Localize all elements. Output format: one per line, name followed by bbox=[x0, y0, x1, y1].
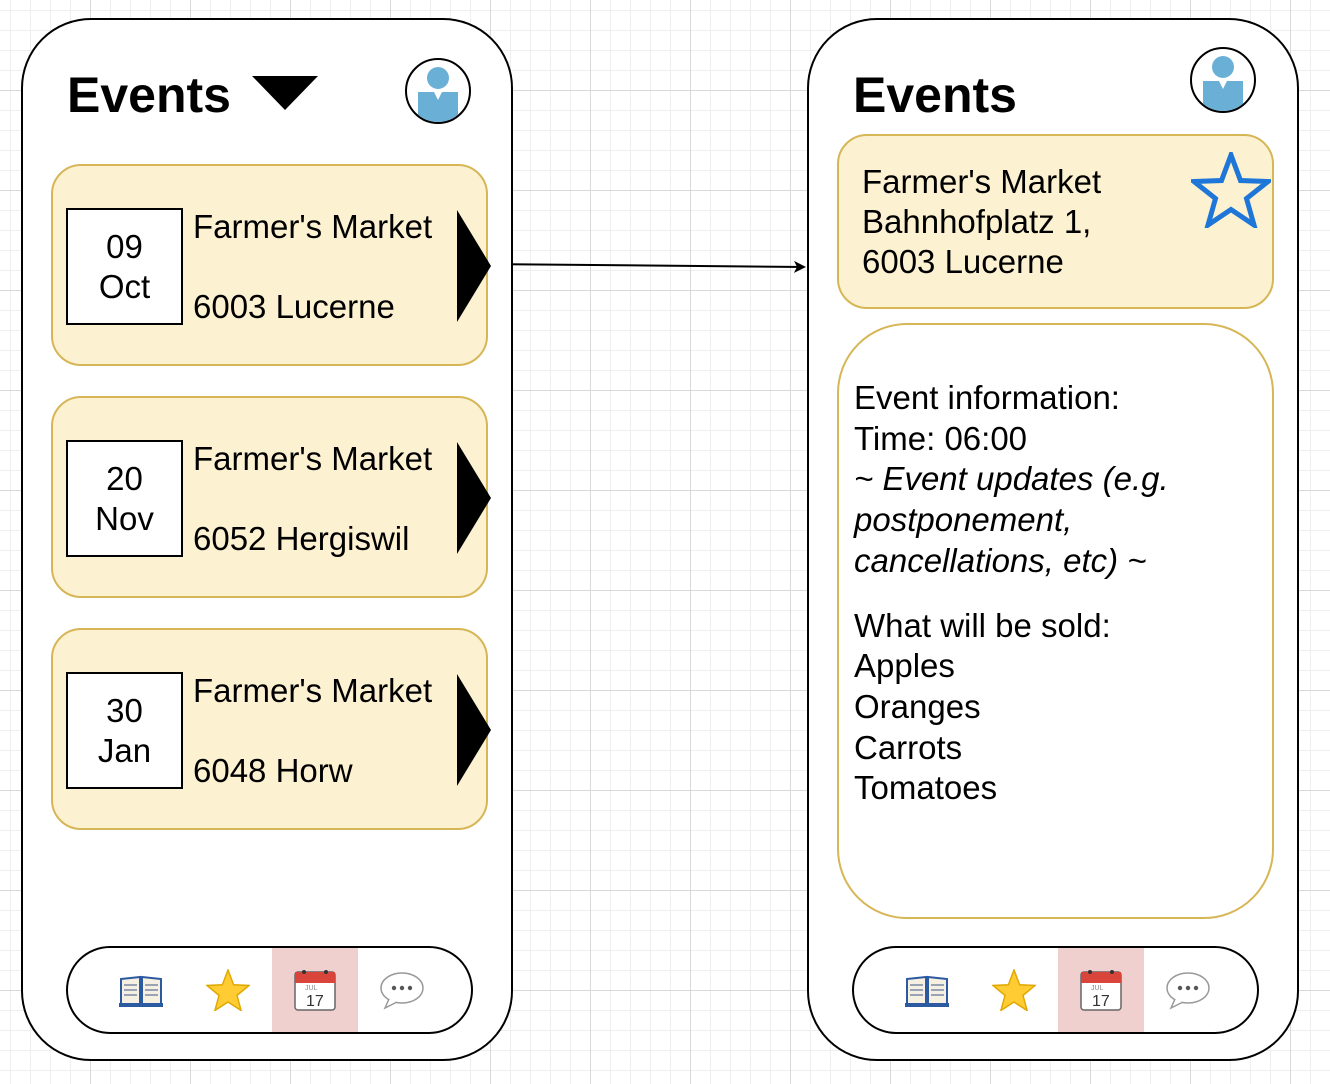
sold-item: Apples bbox=[854, 647, 955, 685]
event-name: Farmer's Market bbox=[193, 440, 433, 477]
dropdown-triangle-icon[interactable] bbox=[252, 76, 318, 110]
date-month: Oct bbox=[98, 267, 151, 305]
tab-favorites[interactable] bbox=[185, 948, 271, 1032]
date-month: Jan bbox=[97, 731, 152, 769]
date-day: 20 bbox=[106, 459, 143, 497]
calendar-icon: JUL 17 bbox=[1080, 970, 1122, 1011]
event-address: 6052 Hergiswil bbox=[193, 520, 410, 557]
info-heading: Event information: bbox=[854, 379, 1120, 416]
chevron-right-icon[interactable] bbox=[457, 442, 491, 554]
chevron-right-icon[interactable] bbox=[457, 210, 491, 322]
event-card[interactable]: 30 Jan Farmer's Market 6048 Horw bbox=[51, 628, 491, 830]
event-information-card: Event information: Time: 06:00 ~ Event u… bbox=[837, 323, 1274, 919]
event-time: Time: 06:00 bbox=[854, 419, 1028, 457]
profile-avatar-icon[interactable] bbox=[405, 58, 471, 124]
date-box: 09 Oct bbox=[66, 208, 183, 325]
event-updates-line: cancellations, etc) ~ bbox=[854, 541, 1147, 579]
speech-bubble-icon bbox=[380, 972, 424, 1010]
event-card[interactable]: 20 Nov Farmer's Market 6052 Hergiswil bbox=[51, 396, 491, 598]
book-icon bbox=[119, 975, 163, 1007]
date-day: 30 bbox=[106, 691, 143, 729]
event-name: Farmer's Market bbox=[193, 208, 433, 245]
calendar-day: 17 bbox=[1092, 993, 1110, 1010]
sold-item: Oranges bbox=[854, 687, 981, 725]
event-city: 6003 Lucerne bbox=[862, 243, 1064, 280]
event-detail-screen: Events Farmer's Market Bahnhofplatz 1, 6… bbox=[807, 18, 1299, 1061]
tab-favorites[interactable] bbox=[971, 948, 1057, 1032]
event-summary-card: Farmer's Market Bahnhofplatz 1, 6003 Luc… bbox=[837, 134, 1274, 309]
sold-heading: What will be sold: bbox=[854, 606, 1111, 644]
star-icon bbox=[992, 969, 1036, 1011]
page-title: Events bbox=[67, 67, 231, 123]
event-updates-line: ~ Event updates (e.g. bbox=[854, 460, 1169, 498]
event-card[interactable]: 09 Oct Farmer's Market 6003 Lucerne bbox=[51, 164, 491, 366]
event-name: Farmer's Market bbox=[193, 672, 433, 709]
tab-calendar[interactable]: JUL 17 bbox=[1058, 948, 1144, 1032]
star-icon bbox=[206, 969, 250, 1011]
calendar-icon: JUL 17 bbox=[294, 970, 336, 1011]
event-name: Farmer's Market bbox=[862, 163, 1102, 200]
calendar-day: 17 bbox=[306, 993, 324, 1010]
calendar-month: JUL bbox=[1091, 985, 1104, 992]
bottom-tab-bar: JUL 17 bbox=[852, 946, 1259, 1034]
bottom-tab-bar: JUL 17 bbox=[66, 946, 473, 1034]
event-address: 6048 Horw bbox=[193, 752, 353, 789]
tab-book[interactable] bbox=[884, 948, 970, 1032]
date-box: 30 Jan bbox=[66, 672, 183, 789]
calendar-month: JUL bbox=[305, 985, 318, 992]
event-address: 6003 Lucerne bbox=[193, 288, 395, 325]
chevron-right-icon[interactable] bbox=[457, 674, 491, 786]
sold-item: Carrots bbox=[854, 728, 963, 766]
page-title: Events bbox=[853, 67, 1017, 123]
events-list-screen: Events 09 Oct Farmer's Market 6003 Lucer… bbox=[21, 18, 513, 1061]
book-icon bbox=[905, 975, 949, 1007]
tab-calendar[interactable]: JUL 17 bbox=[272, 948, 358, 1032]
sold-item: Tomatoes bbox=[854, 769, 998, 807]
favorite-star-icon[interactable] bbox=[1191, 152, 1271, 228]
profile-avatar-icon[interactable] bbox=[1190, 47, 1256, 113]
event-street: Bahnhofplatz 1, bbox=[862, 203, 1092, 240]
date-day: 09 bbox=[106, 227, 143, 265]
tab-messages[interactable] bbox=[1145, 948, 1231, 1032]
tab-messages[interactable] bbox=[359, 948, 445, 1032]
speech-bubble-icon bbox=[1166, 972, 1210, 1010]
date-month: Nov bbox=[95, 499, 154, 537]
event-updates-line: postponement, bbox=[854, 501, 1073, 539]
tab-book[interactable] bbox=[98, 948, 184, 1032]
date-box: 20 Nov bbox=[66, 440, 183, 557]
